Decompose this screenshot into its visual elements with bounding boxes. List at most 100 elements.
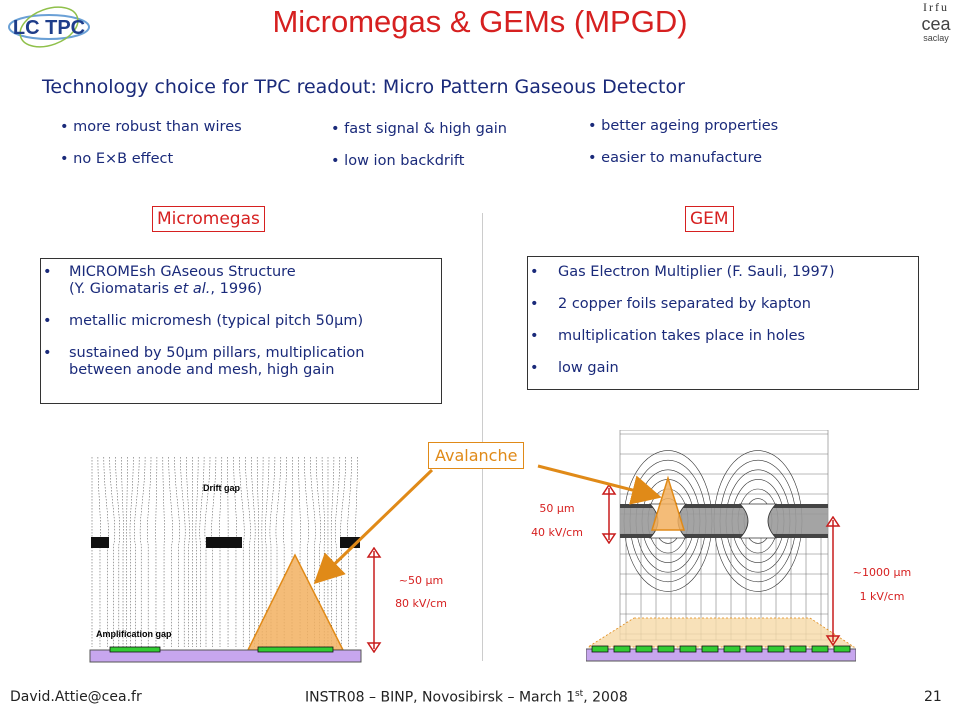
field-line [239,456,245,647]
slide-title: Micromegas & GEMs (MPGD) [272,4,688,39]
gem-hole-arrow [601,484,617,544]
pcb-board [586,648,856,662]
anode-pad [833,645,851,653]
field-line [195,456,199,647]
micromegas-label: Micromegas [152,206,265,232]
charge-spread [586,617,856,648]
field-line [147,456,152,647]
list-item: multiplication takes place in holes [528,328,918,345]
field-line [204,456,211,647]
anode-pad [789,645,807,653]
anode-pads [591,645,851,653]
list-item: low gain [528,360,918,377]
field-line [126,456,128,647]
field-line [121,456,124,647]
anode-pad [657,645,675,653]
field-line [129,456,134,647]
copper-layer [620,504,828,508]
anode-pad [701,645,719,653]
field-line [174,456,180,647]
list-item: sustained by 50µm pillars, multiplicatio… [41,345,441,379]
gem-hole-field-annotation: 40 kV/cm [531,526,583,539]
field-line [115,456,120,647]
field-line [283,456,287,647]
anode-pad [635,645,653,653]
list-item: Gas Electron Multiplier (F. Sauli, 1997) [528,264,918,281]
field-line [109,456,116,647]
gem-hole-annotation: 50 µm [539,502,575,515]
anode-pad [613,645,631,653]
copper-layer [620,534,828,538]
micromegas-description-box: MICROMEsh GAseous Structure(Y. Giomatari… [40,258,442,404]
list-item: metallic micromesh (typical pitch 50µm) [41,313,441,330]
intro-bullet: • easier to manufacture [588,150,763,166]
lctpc-logo: LC TPC [8,6,90,48]
gem-field-diagram [586,430,856,662]
mesh-pillar [206,537,242,548]
anode-pad [257,646,334,653]
drift-gap-label: Drift gap [203,483,241,493]
intro-bullet: • no E×B effect [60,151,174,167]
field-line [251,456,256,647]
anode-pad [723,645,741,653]
intro-heading: Technology choice for TPC readout: Micro… [42,76,685,98]
mesh-pillar [91,537,109,548]
field-line [256,456,260,647]
pcb-board [89,649,362,663]
micromegas-gap-arrow [366,547,382,653]
footer-email: David.Attie@cea.fr [10,689,142,705]
gem-hole [739,503,777,539]
field-line [219,456,223,647]
field-line [186,456,190,647]
field-line [275,456,282,647]
anode-pad [767,645,785,653]
field-line [97,456,101,647]
footer-conference: INSTR08 – BINP, Novosibirsk – March 1st,… [305,689,628,706]
field-line [168,456,173,647]
amplification-gap-label: Amplification gap [96,629,172,639]
micromegas-gap-annotation: ~50 µm [398,574,444,587]
field-line [134,456,140,647]
field-line [340,456,346,647]
field-line [245,456,251,647]
field-line [298,456,301,647]
mesh-pillar [340,537,360,548]
anode-pad [811,645,829,653]
anode-pad [745,645,763,653]
field-line [233,456,237,647]
field-line [334,456,341,647]
micromegas-field-diagram: Drift gap Amplification gap [89,456,362,663]
irfu-cea-logo: Irfu cea saclay [921,0,951,43]
list-item: 2 copper foils separated by kapton [528,296,918,313]
avalanche-callout: Avalanche [428,442,525,469]
field-line [304,456,309,647]
gem-foil [620,504,828,538]
intro-bullet: • low ion backdrift [331,153,465,169]
gem-field-annotation: 1 kV/cm [859,590,905,603]
field-line [291,456,293,647]
column-divider [482,213,483,661]
field-line [103,456,109,647]
intro-bullet: • fast signal & high gain [331,121,507,137]
field-line [180,456,186,647]
gem-description-box: Gas Electron Multiplier (F. Sauli, 1997)… [527,256,919,390]
field-line [265,456,270,647]
field-line [155,456,158,647]
list-item: MICROMEsh GAseous Structure(Y. Giomatari… [41,264,441,298]
field-line [269,456,276,647]
field-line [347,456,352,647]
intro-bullet: • more robust than wires [60,119,242,135]
field-line [330,456,335,647]
field-line [261,456,264,647]
gem-gap-arrow [825,516,841,646]
anode-pad [109,646,161,653]
field-line [310,456,316,647]
footer-page-number: 21 [924,689,942,705]
svg-text:LC TPC: LC TPC [13,17,85,39]
anode-pad [591,645,609,653]
anode-pad [679,645,697,653]
field-line [199,456,205,647]
field-line [162,456,165,647]
gem-gap-annotation: ~1000 µm [852,566,912,579]
field-line [355,456,358,647]
